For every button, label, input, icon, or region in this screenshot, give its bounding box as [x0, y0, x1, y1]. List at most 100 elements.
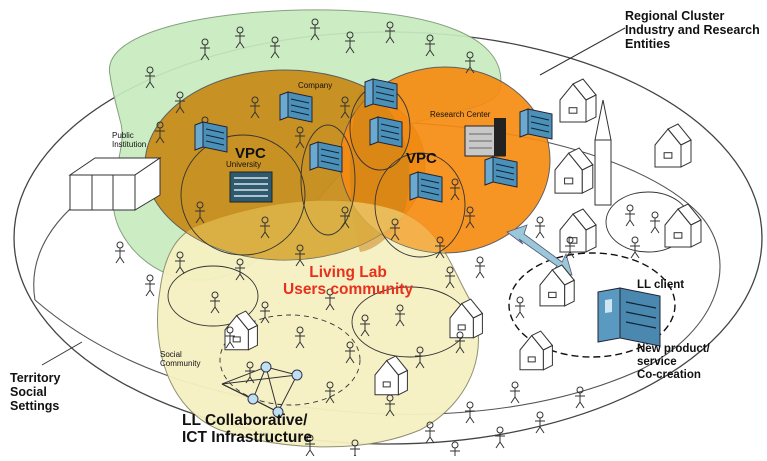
vpc-left-label: VPC: [235, 145, 266, 162]
university-building: [229, 171, 273, 203]
person-icon: [115, 241, 125, 264]
house-icon: [559, 78, 597, 123]
regional-cluster-pointer: [539, 27, 626, 76]
public-institution-line-2: Institution: [112, 139, 147, 149]
person-icon: [425, 421, 435, 444]
person-icon: [630, 236, 640, 259]
company-building-icon: [519, 108, 553, 140]
person-icon: [260, 216, 270, 239]
company-building-icon: [194, 121, 228, 153]
person-icon: [445, 266, 455, 289]
company-building-icon: [364, 78, 398, 110]
person-icon: [145, 66, 155, 89]
person-icon: [210, 291, 220, 314]
person-icon: [515, 296, 525, 319]
co-creation-label: New product/ service Co-creation: [637, 343, 710, 382]
person-icon: [305, 434, 315, 457]
person-icon: [310, 18, 320, 41]
company-building-icon: [279, 91, 313, 123]
person-icon: [295, 244, 305, 267]
person-icon: [250, 96, 260, 119]
company-building-icon: [309, 141, 343, 173]
co-creation-line-2: service: [637, 355, 677, 368]
person-icon: [325, 288, 335, 311]
person-icon: [395, 304, 405, 327]
regional-cluster-line-2: Industry and Research: [625, 23, 760, 37]
person-icon: [575, 386, 585, 409]
person-icon: [270, 36, 280, 59]
person-icon: [415, 346, 425, 369]
company-label: Company: [298, 81, 333, 90]
person-icon: [225, 326, 235, 349]
person-icon: [345, 31, 355, 54]
house-icon: [449, 298, 484, 339]
person-icon: [200, 38, 210, 61]
person-icon: [650, 211, 660, 234]
person-icon: [325, 381, 335, 404]
territory-line-2: Social: [10, 385, 47, 399]
social-community-line-2: Community: [160, 358, 201, 368]
ict-network: [221, 361, 303, 418]
person-icon: [340, 206, 350, 229]
company-buildings: [194, 78, 553, 203]
research-center-building: [464, 118, 506, 157]
living-lab-line-2: Users community: [283, 281, 414, 299]
company-building-icon: [484, 156, 518, 188]
territory-label: Territory Social Settings: [10, 371, 60, 413]
territory-line-1: Territory: [10, 371, 61, 385]
living-lab-label: Living Lab Users community: [283, 264, 413, 299]
person-icon: [385, 394, 395, 417]
person-icon: [455, 331, 465, 354]
ll-infrastructure-line-2: ICT Infrastructure: [182, 429, 313, 447]
person-icon: [340, 96, 350, 119]
vpc-right-label: VPC: [406, 150, 437, 167]
person-icon: [195, 201, 205, 224]
social-community-line-1: Social: [160, 350, 182, 359]
person-icon: [245, 361, 255, 384]
person-icon: [535, 216, 545, 239]
regional-cluster-line-1: Regional Cluster: [625, 9, 725, 23]
public-institution-building: [68, 157, 162, 211]
person-icon: [535, 411, 545, 434]
living-lab-line-1: Living Lab: [309, 264, 387, 281]
house-icon: [374, 355, 409, 396]
house-icon: [554, 147, 594, 194]
company-building-icon: [409, 171, 443, 203]
person-icon: [450, 441, 460, 461]
person-icon: [295, 326, 305, 349]
house-icon: [654, 123, 692, 168]
ll-client-label: LL client: [637, 279, 685, 291]
person-icon: [465, 51, 475, 74]
person-icon: [565, 236, 575, 259]
person-icon: [495, 426, 505, 449]
person-icon: [235, 258, 245, 281]
person-icon: [450, 178, 460, 201]
ll-infrastructure-line-1: LL Collaborative/: [182, 412, 308, 429]
co-creation-line-1: New product/: [637, 343, 710, 355]
territory-pointer: [41, 341, 83, 366]
person-icon: [465, 206, 475, 229]
person-icon: [625, 204, 635, 227]
houses: [224, 78, 702, 396]
regional-cluster-line-3: Entities: [625, 37, 671, 51]
territory-line-3: Settings: [10, 399, 60, 413]
person-icon: [435, 236, 445, 259]
co-creation-arrow: [506, 224, 573, 276]
person-icon: [175, 91, 185, 114]
research-center-label: Research Center: [430, 110, 491, 119]
person-icon: [145, 274, 155, 297]
person-icon: [175, 251, 185, 274]
house-icon: [519, 330, 554, 371]
person-icon: [425, 34, 435, 57]
company-building-icon: [369, 116, 403, 148]
ll-client-zone: [508, 252, 676, 358]
co-creation-line-3: Co-creation: [637, 368, 701, 381]
person-icon: [235, 26, 245, 49]
person-icon: [475, 256, 485, 279]
person-icon: [260, 301, 270, 324]
social-community-label: Social Community: [160, 350, 201, 369]
ll-client-building: [597, 287, 661, 347]
house-icon: [539, 264, 575, 307]
person-icon: [385, 21, 395, 44]
person-icon: [510, 381, 520, 404]
